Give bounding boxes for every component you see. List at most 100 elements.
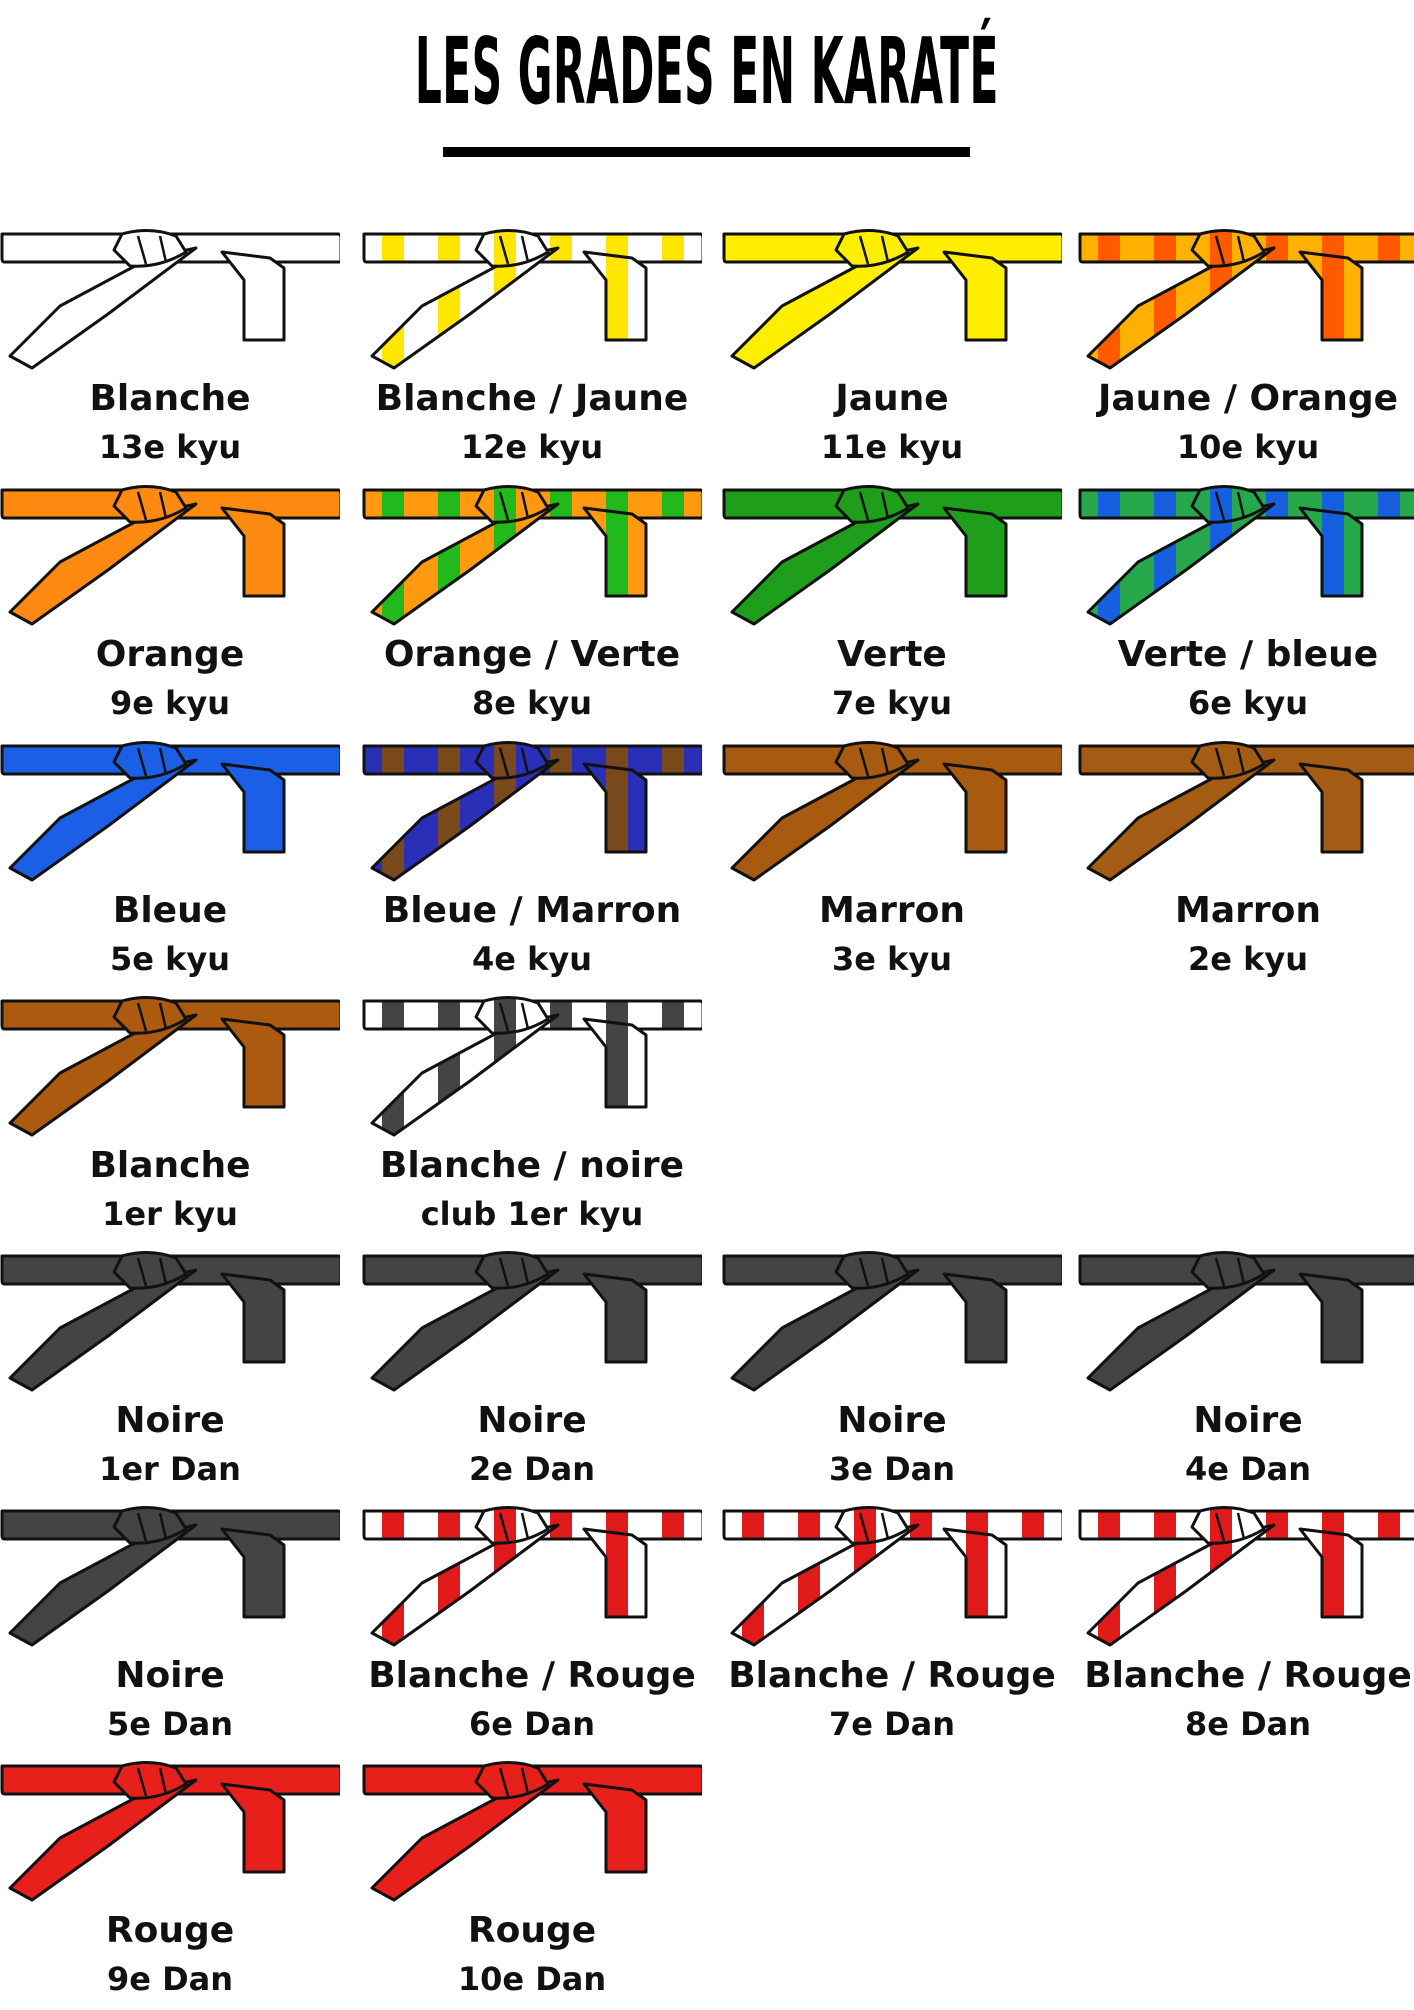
belt-knot bbox=[474, 1761, 550, 1800]
belt-knot bbox=[1190, 741, 1266, 780]
belt-left-end bbox=[1086, 1268, 1276, 1392]
belt-knot bbox=[1190, 485, 1266, 524]
belt-left-end bbox=[370, 1268, 560, 1392]
belt-right-end bbox=[582, 250, 648, 342]
belt-right-end bbox=[942, 506, 1008, 598]
belt-icon bbox=[1078, 741, 1414, 882]
belt-icon bbox=[1078, 1506, 1414, 1647]
belt-knot bbox=[112, 229, 188, 268]
belt-icon bbox=[722, 229, 1062, 370]
belt-name: Marron bbox=[1175, 890, 1321, 931]
belt-right-end bbox=[582, 1782, 648, 1874]
belt-grade: 13e kyu bbox=[98, 428, 242, 466]
belt-icon bbox=[362, 996, 702, 1137]
belt-icon bbox=[362, 485, 702, 626]
belt-right-end bbox=[942, 250, 1008, 342]
belt-knot-fold bbox=[1214, 491, 1246, 521]
belt-name: Jaune bbox=[835, 378, 949, 419]
belt-left-end bbox=[8, 1778, 198, 1902]
belt-grade: 7e Dan bbox=[828, 1705, 956, 1743]
belt-grade: 11e kyu bbox=[820, 428, 964, 466]
belt-name: Noire bbox=[115, 1400, 225, 1441]
belt-right-end bbox=[220, 250, 286, 342]
belt-left-end bbox=[8, 1523, 198, 1647]
belt-left-end bbox=[370, 1778, 560, 1902]
belt-knot-fold bbox=[858, 1257, 890, 1287]
belt-right-end bbox=[582, 762, 648, 854]
belt-knot bbox=[474, 485, 550, 524]
belt-right-end bbox=[1298, 1272, 1364, 1364]
belt-name: Orange bbox=[95, 634, 245, 675]
belt-left-end bbox=[8, 1268, 198, 1392]
belt-knot bbox=[112, 996, 188, 1035]
belt-left-end bbox=[8, 502, 198, 626]
belt-grade: club 1er kyu bbox=[420, 1195, 644, 1233]
belt-left-end bbox=[8, 758, 198, 882]
belt-grade: 6e Dan bbox=[468, 1705, 596, 1743]
belt-icon bbox=[0, 229, 340, 370]
belt-left-end bbox=[8, 246, 198, 370]
belt-right-end bbox=[582, 506, 648, 598]
belt-knot-fold bbox=[136, 1512, 168, 1542]
belt-icon bbox=[362, 1506, 702, 1647]
belt-icon bbox=[722, 1506, 1062, 1647]
belt-icon bbox=[0, 1506, 340, 1647]
belt-knot-fold bbox=[498, 1257, 530, 1287]
belt-left-end bbox=[730, 1268, 920, 1392]
belt-right-end bbox=[220, 1017, 286, 1109]
belt-knot bbox=[1190, 1251, 1266, 1290]
belt-name: Blanche bbox=[89, 378, 251, 419]
belt-knot-fold bbox=[136, 747, 168, 777]
belt-icon bbox=[1078, 1251, 1414, 1392]
belt-name: Bleue bbox=[112, 890, 228, 931]
belt-name: Bleue / Marron bbox=[382, 890, 682, 931]
belt-knot bbox=[112, 1506, 188, 1545]
belt-left-end bbox=[370, 502, 560, 626]
belt-name: Blanche / Jaune bbox=[375, 378, 689, 419]
belt-card: Bleue 5e kyu bbox=[0, 740, 360, 990]
title-underline bbox=[443, 147, 970, 157]
belt-icon bbox=[362, 741, 702, 882]
belt-name: Jaune / Orange bbox=[1097, 378, 1399, 419]
belt-grade: 10e kyu bbox=[1176, 428, 1320, 466]
belt-knot bbox=[474, 741, 550, 780]
belt-right-end bbox=[220, 1782, 286, 1874]
belt-knot bbox=[474, 229, 550, 268]
belt-name: Orange / Verte bbox=[383, 634, 681, 675]
belt-grade: 6e kyu bbox=[1187, 684, 1309, 722]
belt-knot-fold bbox=[136, 491, 168, 521]
belt-left-end bbox=[370, 1013, 560, 1137]
belt-icon bbox=[1078, 229, 1414, 370]
belt-knot-fold bbox=[136, 1002, 168, 1032]
belt-knot bbox=[112, 1761, 188, 1800]
belt-icon bbox=[722, 1251, 1062, 1392]
belt-grade: 9e Dan bbox=[106, 1960, 234, 1998]
belt-icon bbox=[0, 485, 340, 626]
belt-left-end bbox=[730, 502, 920, 626]
belt-knot bbox=[112, 1251, 188, 1290]
belt-name: Rouge bbox=[467, 1910, 597, 1951]
belt-right-end bbox=[220, 1272, 286, 1364]
belt-left-end bbox=[730, 1523, 920, 1647]
belt-name: Noire bbox=[1193, 1400, 1303, 1441]
belt-grade: 12e kyu bbox=[460, 428, 604, 466]
belt-icon bbox=[362, 229, 702, 370]
belt-knot-fold bbox=[498, 747, 530, 777]
belt-grade: 5e kyu bbox=[109, 940, 231, 978]
belt-card: Jaune / Orange 10e kyu bbox=[1078, 228, 1414, 478]
belt-left-end bbox=[8, 1013, 198, 1137]
belt-grade: 3e Dan bbox=[828, 1450, 956, 1488]
belt-left-end bbox=[730, 246, 920, 370]
belt-left-end bbox=[1086, 758, 1276, 882]
